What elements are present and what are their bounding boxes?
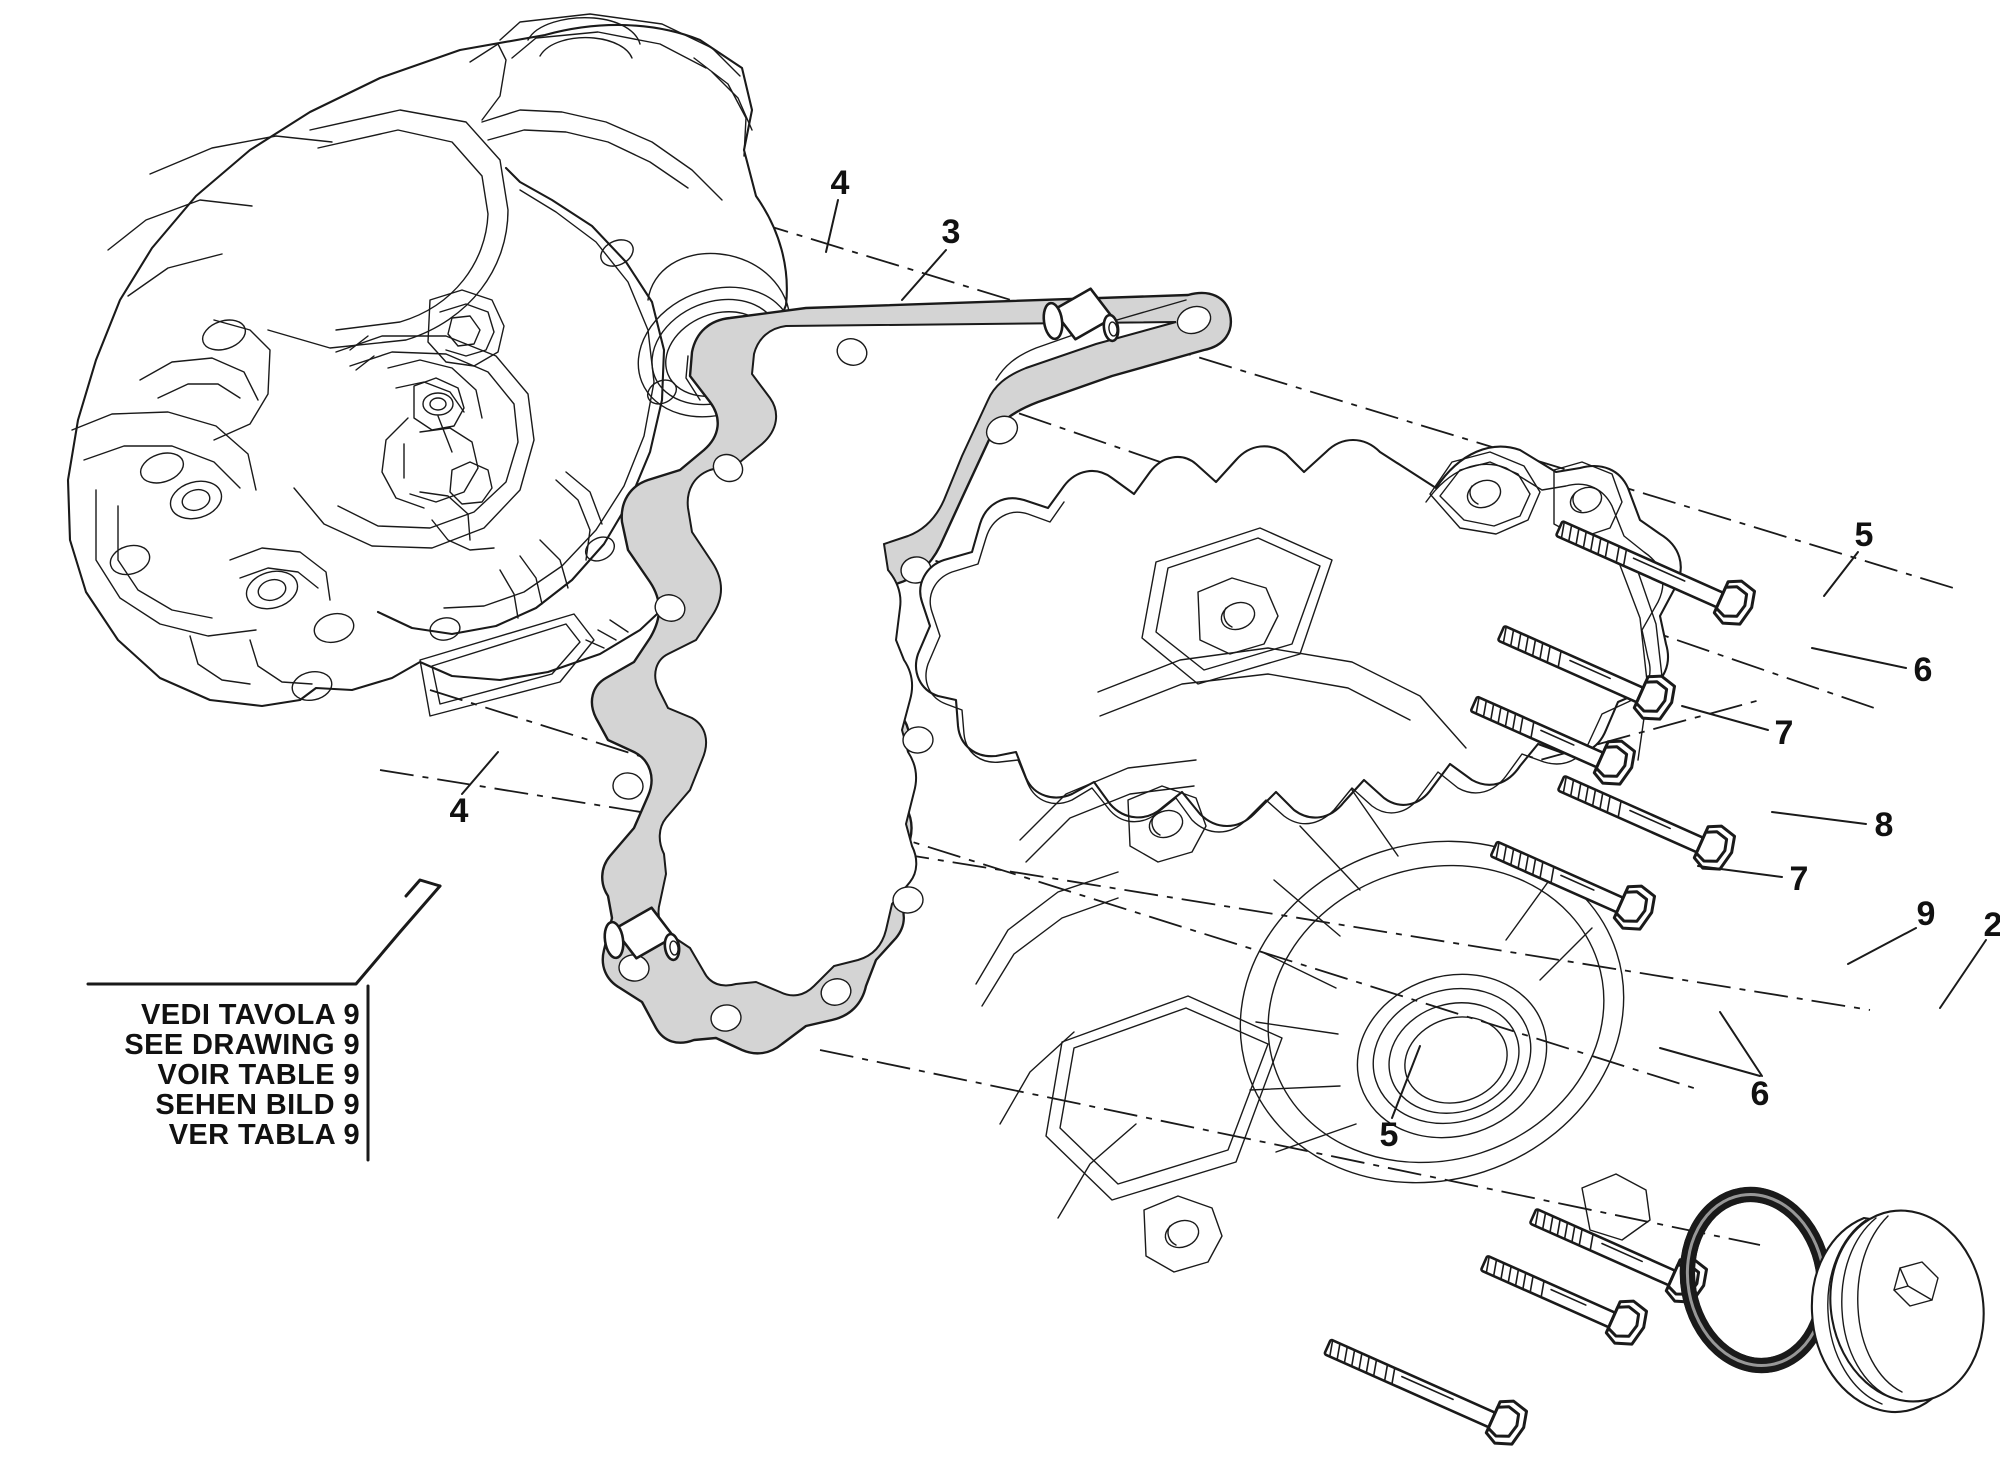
dowel-pin-top: [1042, 287, 1120, 343]
callout-line-de: SEHEN BILD 9: [155, 1089, 360, 1121]
reference-number-ref-2: 2: [1983, 906, 2000, 944]
bolt-5-upper: [1555, 520, 1757, 626]
leader-3: [901, 249, 947, 301]
callout-box-frame: [86, 878, 442, 1162]
alternator-cover-gasket: [590, 291, 1233, 1055]
alternator-cover: [915, 439, 1682, 1273]
centerline-top-bolt-axis: [699, 204, 1961, 591]
leader-7-upper: [1681, 705, 1769, 731]
bolt-6-upper: [1497, 625, 1677, 721]
reference-number-ref-4-top: 4: [830, 164, 850, 202]
dowel-pin-bottom: [603, 906, 681, 962]
leader-4-top: [825, 199, 839, 253]
centerline-cap-axis: [379, 769, 1871, 1011]
leader-5-right: [1823, 551, 1859, 597]
reference-number-ref-9: 9: [1916, 895, 1936, 933]
reference-number-ref-6-right: 6: [1913, 651, 1933, 689]
leader-6-bottom-b: [1659, 1047, 1761, 1077]
bolt-7-lower: [1490, 840, 1657, 931]
engine-crankcase-assembly: [66, 13, 795, 717]
leader-6-right: [1811, 647, 1907, 669]
centerline-upper-axis: [689, 299, 1881, 711]
bolt-5-bottom: [1323, 1338, 1529, 1446]
leader-7-lower: [1697, 865, 1783, 878]
reference-number-ref-5-right: 5: [1854, 516, 1874, 554]
reference-number-ref-3: 3: [941, 213, 961, 251]
bolt-8: [1557, 775, 1737, 871]
callout-line-fr: VOIR TABLE 9: [157, 1059, 360, 1091]
reference-number-ref-8: 8: [1874, 806, 1894, 844]
see-drawing-callout: VEDI TAVOLA 9 SEE DRAWING 9 VOIR TABLE 9…: [60, 1000, 360, 1150]
reference-number-ref-4-bottom: 4: [449, 792, 469, 830]
reference-number-ref-6-bottom: 6: [1750, 1075, 1770, 1113]
inspection-cap: [1810, 1209, 1985, 1413]
leader-2: [1939, 939, 1987, 1009]
callout-line-es: VER TABLA 9: [168, 1119, 360, 1151]
reference-leader-lines: [461, 199, 1987, 1119]
reference-number-ref-5-bottom: 5: [1379, 1116, 1399, 1154]
callout-line-it: VEDI TAVOLA 9: [141, 999, 360, 1031]
reference-number-ref-7-upper: 7: [1774, 714, 1794, 752]
leader-8: [1771, 811, 1867, 825]
leader-9: [1847, 927, 1917, 965]
reference-number-ref-7-lower: 7: [1789, 860, 1809, 898]
bolt-7-upper: [1470, 695, 1637, 786]
bolt-6-lower-b: [1480, 1255, 1649, 1346]
leader-6-bottom-a: [1719, 1011, 1763, 1077]
gasket-bolt-holes: [612, 305, 1212, 1032]
callout-line-en: SEE DRAWING 9: [124, 1029, 360, 1061]
leader-5-bottom: [1391, 1045, 1421, 1119]
leader-4-bottom: [461, 751, 499, 795]
